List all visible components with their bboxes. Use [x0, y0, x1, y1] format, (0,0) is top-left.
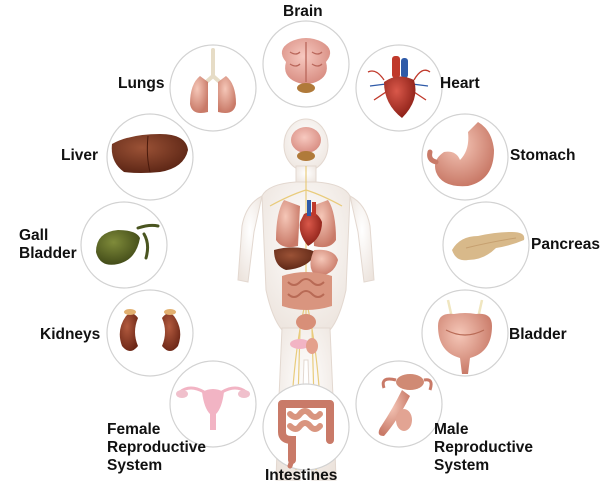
- brain-circle: [262, 20, 350, 108]
- liver-circle: [106, 113, 194, 201]
- female-reproductive-icon: [176, 386, 250, 430]
- bladder-label: Bladder: [509, 326, 567, 343]
- body-intestines: [282, 272, 332, 310]
- bladder-circle: [421, 289, 509, 377]
- bladder-icon: [438, 299, 492, 374]
- lungs-circle: [169, 44, 257, 132]
- male-reproductive-label: Male Reproductive System: [434, 421, 534, 474]
- kidneys-label: Kidneys: [40, 326, 101, 343]
- male-reproductive-circle: [355, 360, 443, 448]
- body-bladder: [296, 314, 316, 330]
- intestines-label: Intestines: [265, 467, 338, 484]
- kidneys-circle: [106, 289, 194, 377]
- kidneys-icon: [119, 309, 181, 351]
- body-heart: [299, 200, 322, 246]
- stomach-circle: [421, 113, 509, 201]
- stomach-icon: [427, 122, 494, 187]
- lungs-icon: [190, 48, 236, 113]
- pancreas-circle: [442, 201, 530, 289]
- heart-label: Heart: [440, 75, 480, 92]
- liver-label: Liver: [61, 147, 99, 164]
- male-reproductive-icon: [378, 374, 433, 436]
- lungs-label: Lungs: [118, 75, 165, 92]
- female-reproductive-circle: [169, 360, 257, 448]
- body-reproductive: [290, 338, 318, 354]
- heart-icon: [367, 56, 431, 118]
- pancreas-icon: [452, 232, 525, 261]
- brain-label: Brain: [283, 3, 323, 20]
- stomach-label: Stomach: [510, 147, 576, 164]
- gall-bladder-label: Gall Bladder: [19, 227, 77, 262]
- body-brain: [291, 127, 321, 161]
- gall-bladder-circle: [80, 201, 168, 289]
- pancreas-label: Pancreas: [531, 236, 600, 253]
- gall-bladder-icon: [96, 223, 160, 265]
- heart-circle: [355, 44, 443, 132]
- brain-icon: [281, 38, 331, 93]
- intestines-icon: [278, 400, 334, 469]
- body-stomach: [310, 249, 338, 276]
- female-reproductive-label: Female Reproductive System: [107, 421, 207, 474]
- liver-icon: [111, 134, 188, 173]
- body-liver: [274, 247, 316, 270]
- intestines-circle: [262, 383, 350, 471]
